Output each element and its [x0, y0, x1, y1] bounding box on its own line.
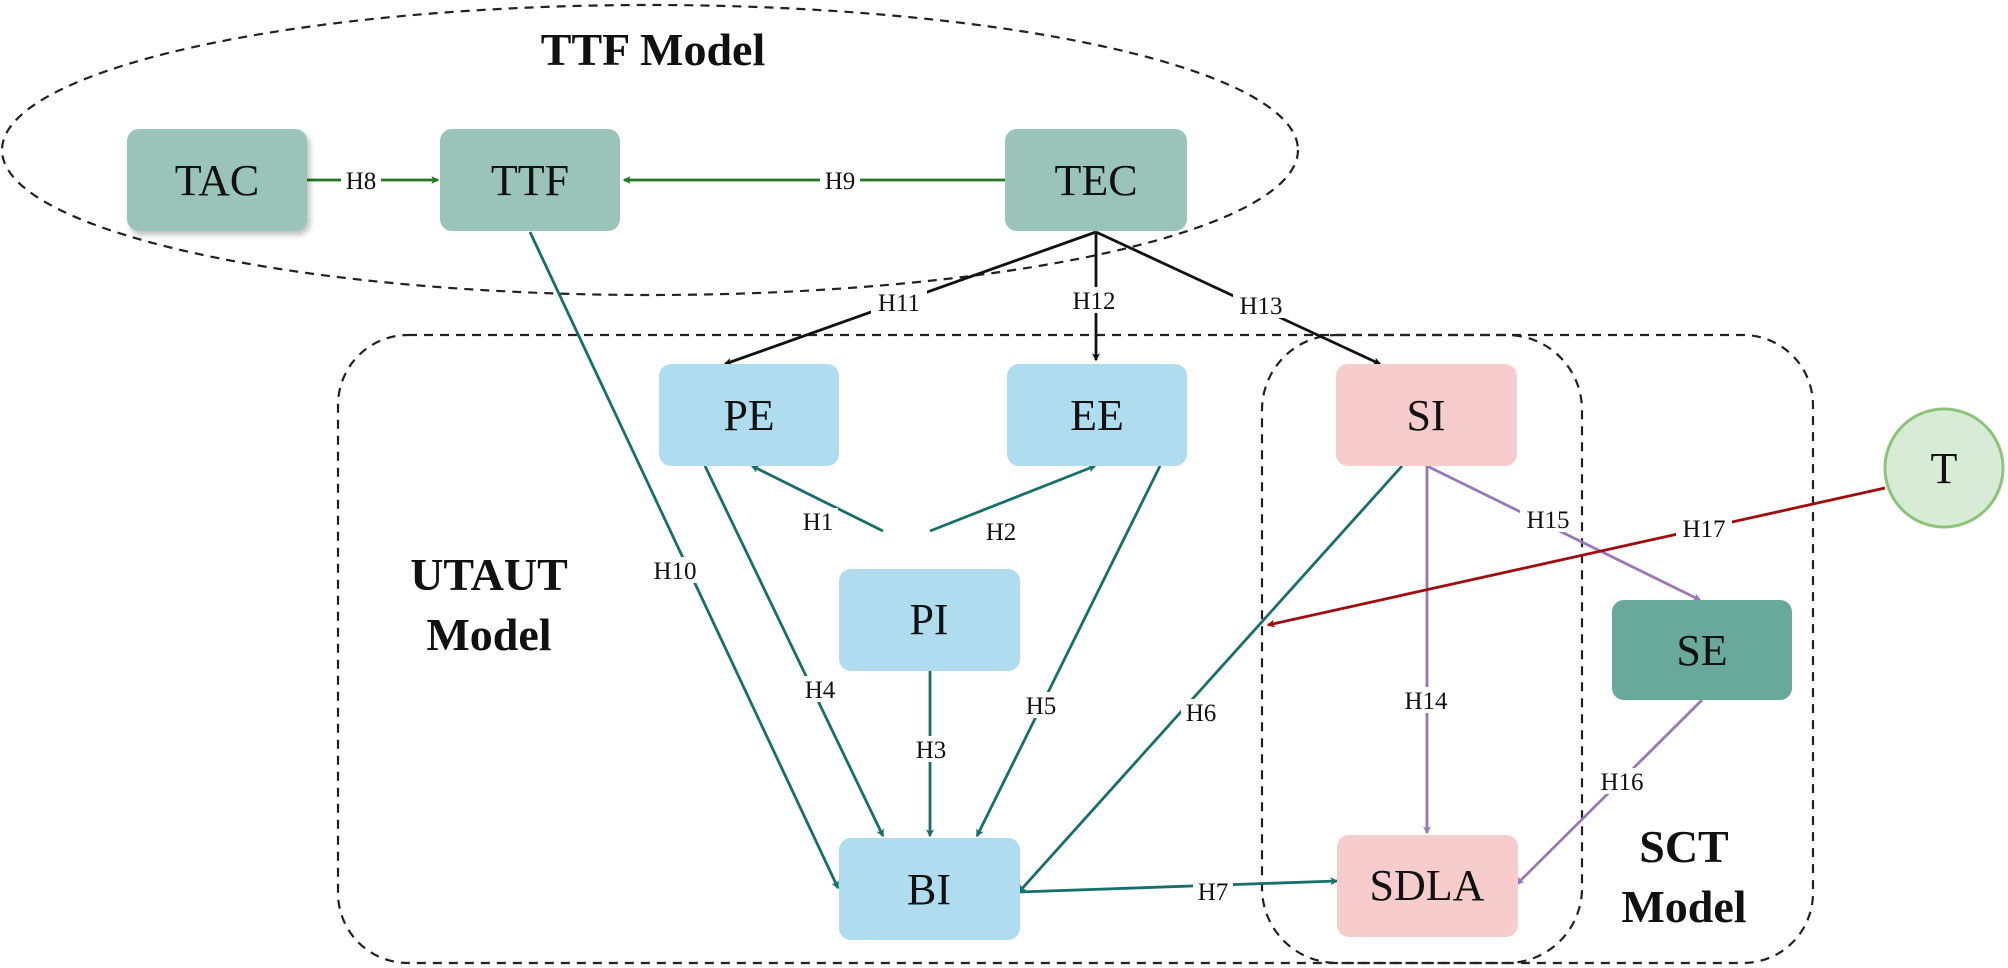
svg-text:H2: H2: [986, 519, 1017, 546]
group-titles: TTF Model UTAUT Model SCT Model: [410, 24, 1746, 932]
node-ee: EE: [1007, 364, 1187, 466]
node-t: T: [1883, 407, 2005, 529]
utaut-model-title-line2: Model: [426, 609, 551, 660]
ttf-model-outline: [0, 3, 1300, 297]
edge-label-h11: H11: [871, 289, 927, 317]
edge-h5-ee-to-bi: [975, 465, 1162, 838]
edge-label-h15: H15: [1520, 506, 1576, 534]
node-sdla-label: SDLA: [1370, 861, 1485, 910]
utaut-model-title-line1: UTAUT: [410, 549, 568, 600]
node-tec: TEC: [1005, 129, 1187, 231]
node-sdla-box: [1337, 835, 1518, 937]
node-se-label: SE: [1676, 626, 1727, 675]
node-ttf-box: [440, 129, 620, 231]
utaut-model-outline: [336, 333, 1815, 965]
edge-labels: H8 H9 H10 H11 H12 H13 H1 H2 H3 H4 H5 H6 …: [341, 167, 1732, 906]
node-t-label: T: [1931, 444, 1958, 493]
node-pi-box: [839, 569, 1020, 671]
node-se: SE: [1612, 600, 1792, 700]
edge-h15-si-to-se: [1426, 464, 1702, 602]
node-pi: PI: [839, 569, 1020, 671]
svg-text:H5: H5: [1026, 693, 1057, 720]
edge-label-h13: H13: [1233, 292, 1289, 320]
node-pe-box: [659, 364, 839, 466]
svg-text:H8: H8: [346, 168, 377, 195]
edge-label-h9: H9: [820, 167, 860, 195]
group-outlines: [0, 3, 1815, 965]
svg-text:H14: H14: [1404, 688, 1448, 715]
node-tac: TAC: [127, 129, 307, 231]
edge-h6-si-to-bi: [1017, 465, 1404, 893]
node-pe-label: PE: [723, 391, 774, 440]
sct-model-title-line2: Model: [1621, 881, 1746, 932]
node-se-box: [1612, 600, 1792, 700]
edge-label-h5: H5: [1021, 692, 1061, 720]
edge-label-h10: H10: [647, 557, 703, 585]
edge-h1-pi-to-pe: [750, 464, 884, 533]
svg-text:H7: H7: [1198, 879, 1229, 906]
svg-text:H3: H3: [916, 737, 947, 764]
edge-label-h7: H7: [1193, 878, 1233, 906]
ttf-model-title: TTF Model: [541, 24, 765, 75]
svg-text:H4: H4: [805, 677, 836, 704]
svg-text:H1: H1: [803, 509, 834, 536]
edge-h4-pe-to-bi: [703, 465, 885, 838]
edge-label-h2: H2: [981, 518, 1021, 546]
svg-text:H6: H6: [1186, 700, 1217, 727]
svg-text:H11: H11: [878, 290, 920, 317]
edge-label-h4: H4: [800, 676, 840, 704]
node-sdla: SDLA: [1337, 835, 1518, 937]
svg-text:H15: H15: [1526, 507, 1569, 534]
node-pe: PE: [659, 364, 839, 466]
node-si: SI: [1336, 364, 1517, 466]
svg-text:H16: H16: [1600, 769, 1643, 796]
edge-label-h1: H1: [798, 508, 838, 536]
node-tec-box: [1005, 129, 1187, 231]
node-pi-label: PI: [909, 595, 948, 644]
nodes: TAC TTF TEC PE EE PI BI SI: [127, 129, 2005, 940]
edge-label-h8: H8: [341, 167, 381, 195]
node-bi-box: [839, 838, 1020, 940]
edge-h2-pi-to-ee: [929, 464, 1097, 533]
node-tec-label: TEC: [1054, 156, 1137, 205]
node-tac-label: TAC: [175, 156, 259, 205]
node-t-circle: [1883, 407, 2005, 529]
edge-h7-bi-to-sdla: [1018, 877, 1339, 894]
node-si-box: [1336, 364, 1517, 466]
node-bi-label: BI: [907, 865, 951, 914]
svg-text:H13: H13: [1239, 293, 1282, 320]
svg-text:H10: H10: [653, 558, 696, 585]
edge-label-h17: H17: [1676, 515, 1732, 543]
node-si-label: SI: [1406, 391, 1445, 440]
sct-model-outline: [1260, 333, 1584, 965]
edge-h17-t-to-h6: [1266, 486, 1886, 628]
edge-label-h12: H12: [1066, 287, 1122, 315]
node-bi: BI: [839, 838, 1020, 940]
edge-label-h3: H3: [911, 736, 951, 764]
node-tac-box: [127, 129, 307, 231]
edge-label-h6: H6: [1181, 699, 1221, 727]
node-ttf: TTF: [440, 129, 620, 231]
node-ee-box: [1007, 364, 1187, 466]
svg-text:H9: H9: [825, 168, 856, 195]
sct-model-title-line1: SCT: [1639, 821, 1728, 872]
svg-text:H12: H12: [1072, 288, 1115, 315]
node-ttf-label: TTF: [491, 156, 569, 205]
edge-label-h14: H14: [1398, 687, 1454, 715]
edges: [307, 176, 1886, 894]
svg-text:H17: H17: [1682, 516, 1725, 543]
edge-label-h16: H16: [1594, 768, 1650, 796]
node-ee-label: EE: [1070, 391, 1124, 440]
